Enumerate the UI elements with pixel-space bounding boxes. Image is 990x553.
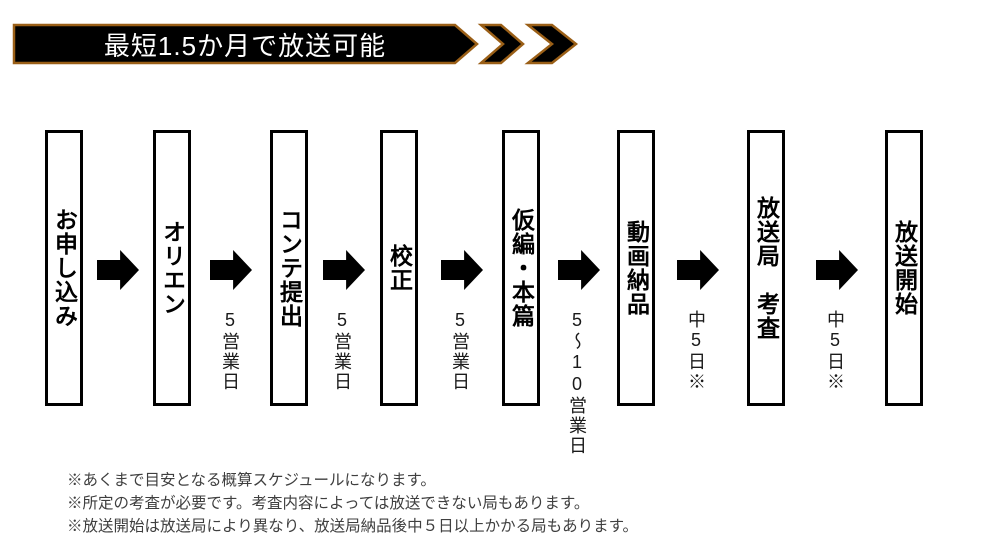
duration-label: 5営業日: [220, 310, 240, 392]
duration-label: 5〜10営業日: [567, 310, 587, 456]
duration-label: 中5日※: [825, 310, 845, 392]
step-label: 動画納品: [623, 220, 650, 316]
arrow-right-icon: [441, 250, 483, 290]
chevron-right-icon: [524, 23, 579, 65]
step-label: 仮編・本篇: [508, 208, 535, 328]
step-label: オリエン: [159, 220, 186, 316]
duration-label: 中5日※: [686, 310, 706, 392]
banner-ribbon-shape: [12, 23, 579, 65]
arrow-right-icon: [816, 250, 858, 290]
chevron-right-icon: [477, 23, 525, 65]
step-box-storyboard-submission: コンテ提出: [270, 130, 308, 406]
step-label: 校正: [386, 244, 413, 292]
footnote-line: ※あくまで目安となる概算スケジュールになります。: [67, 472, 436, 489]
footnote-line: ※放送開始は放送局により異なり、放送局納品後中５日以上かかる局もあります。: [67, 518, 639, 535]
step-box-application: お申し込み: [45, 130, 83, 406]
banner-title: 最短1.5か月で放送可能: [103, 30, 387, 61]
step-label: お申し込み: [51, 208, 78, 328]
step-box-proofreading: 校正: [380, 130, 418, 406]
footnote-line: ※所定の考査が必要です。考査内容によっては放送できない局もあります。: [67, 495, 590, 512]
banner-body-shape: [12, 23, 479, 65]
step-box-broadcast-start: 放送開始: [885, 130, 923, 406]
arrow-right-icon: [677, 250, 719, 290]
step-box-station-review: 放送局 考査: [747, 130, 785, 406]
step-box-video-delivery: 動画納品: [617, 130, 655, 406]
step-label: 放送開始: [891, 220, 918, 316]
footnotes: ※あくまで目安となる概算スケジュールになります。 ※所定の考査が必要です。考査内…: [67, 469, 638, 538]
arrow-right-icon: [97, 250, 139, 290]
duration-label: 5営業日: [450, 310, 470, 392]
arrow-right-icon: [210, 250, 252, 290]
step-box-rough-and-final-edit: 仮編・本篇: [502, 130, 540, 406]
arrow-right-icon: [558, 250, 600, 290]
arrow-right-icon: [323, 250, 365, 290]
step-box-orientation: オリエン: [153, 130, 191, 406]
duration-label: 5営業日: [332, 310, 352, 392]
step-label: コンテ提出: [276, 208, 303, 328]
step-label: 放送局 考査: [753, 196, 780, 340]
